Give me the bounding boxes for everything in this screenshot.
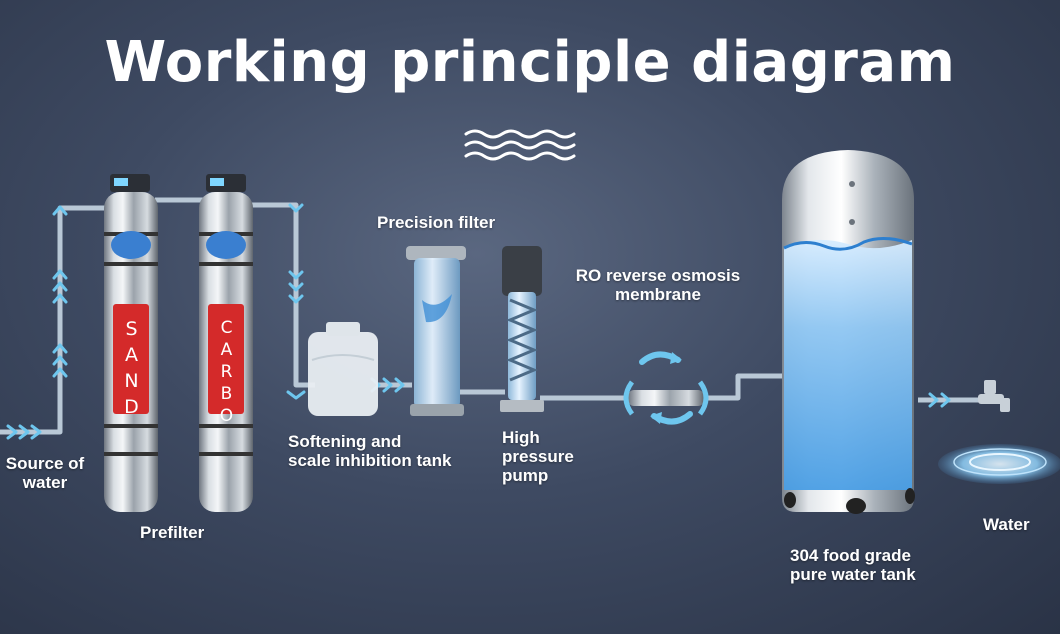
carbo-filter-tank — [199, 174, 253, 512]
flow-arrow-icon — [52, 343, 68, 378]
softening-tank — [308, 322, 378, 416]
high-pressure-pump-label: High pressure pump — [502, 428, 574, 485]
membrane-to-tank-pipe — [705, 373, 782, 401]
flow-arrow-icon — [52, 205, 68, 216]
sand-filter-tank — [104, 174, 158, 512]
softening-tank-label: Softening and scale inhibition tank — [288, 432, 452, 470]
carbo-outlet-pipe — [250, 202, 315, 388]
flow-arrow-icon — [288, 203, 304, 213]
water-label: Water — [983, 515, 1030, 534]
high-pressure-pump — [500, 246, 544, 412]
page-title: Working principle diagram — [104, 30, 956, 95]
inlet-pipe — [0, 205, 108, 435]
flow-arrow-icon — [928, 392, 951, 408]
source-of-water-label: Source of water — [5, 454, 85, 492]
flow-arrows — [6, 203, 951, 440]
flow-arrow-icon — [52, 269, 68, 304]
faucet-icon — [978, 380, 1010, 412]
precision-filter — [406, 246, 466, 416]
ro-membrane-label: RO reverse osmosis membrane — [575, 266, 741, 304]
flow-arrow-icon — [6, 424, 42, 440]
flow-arrow-icon — [288, 270, 304, 304]
carbo-label: CARBO — [216, 318, 237, 428]
pure-water-tank-label: 304 food grade pure water tank — [790, 546, 916, 584]
sand-label: SAND — [120, 318, 143, 422]
pure-water-tank — [782, 150, 915, 514]
precision-filter-label: Precision filter — [377, 213, 496, 232]
ro-membrane — [623, 351, 709, 425]
prefilter-label: Prefilter — [140, 523, 205, 542]
flow-arrow-icon — [286, 390, 306, 400]
water-splash-icon — [938, 444, 1060, 484]
wave-icon — [464, 129, 576, 161]
